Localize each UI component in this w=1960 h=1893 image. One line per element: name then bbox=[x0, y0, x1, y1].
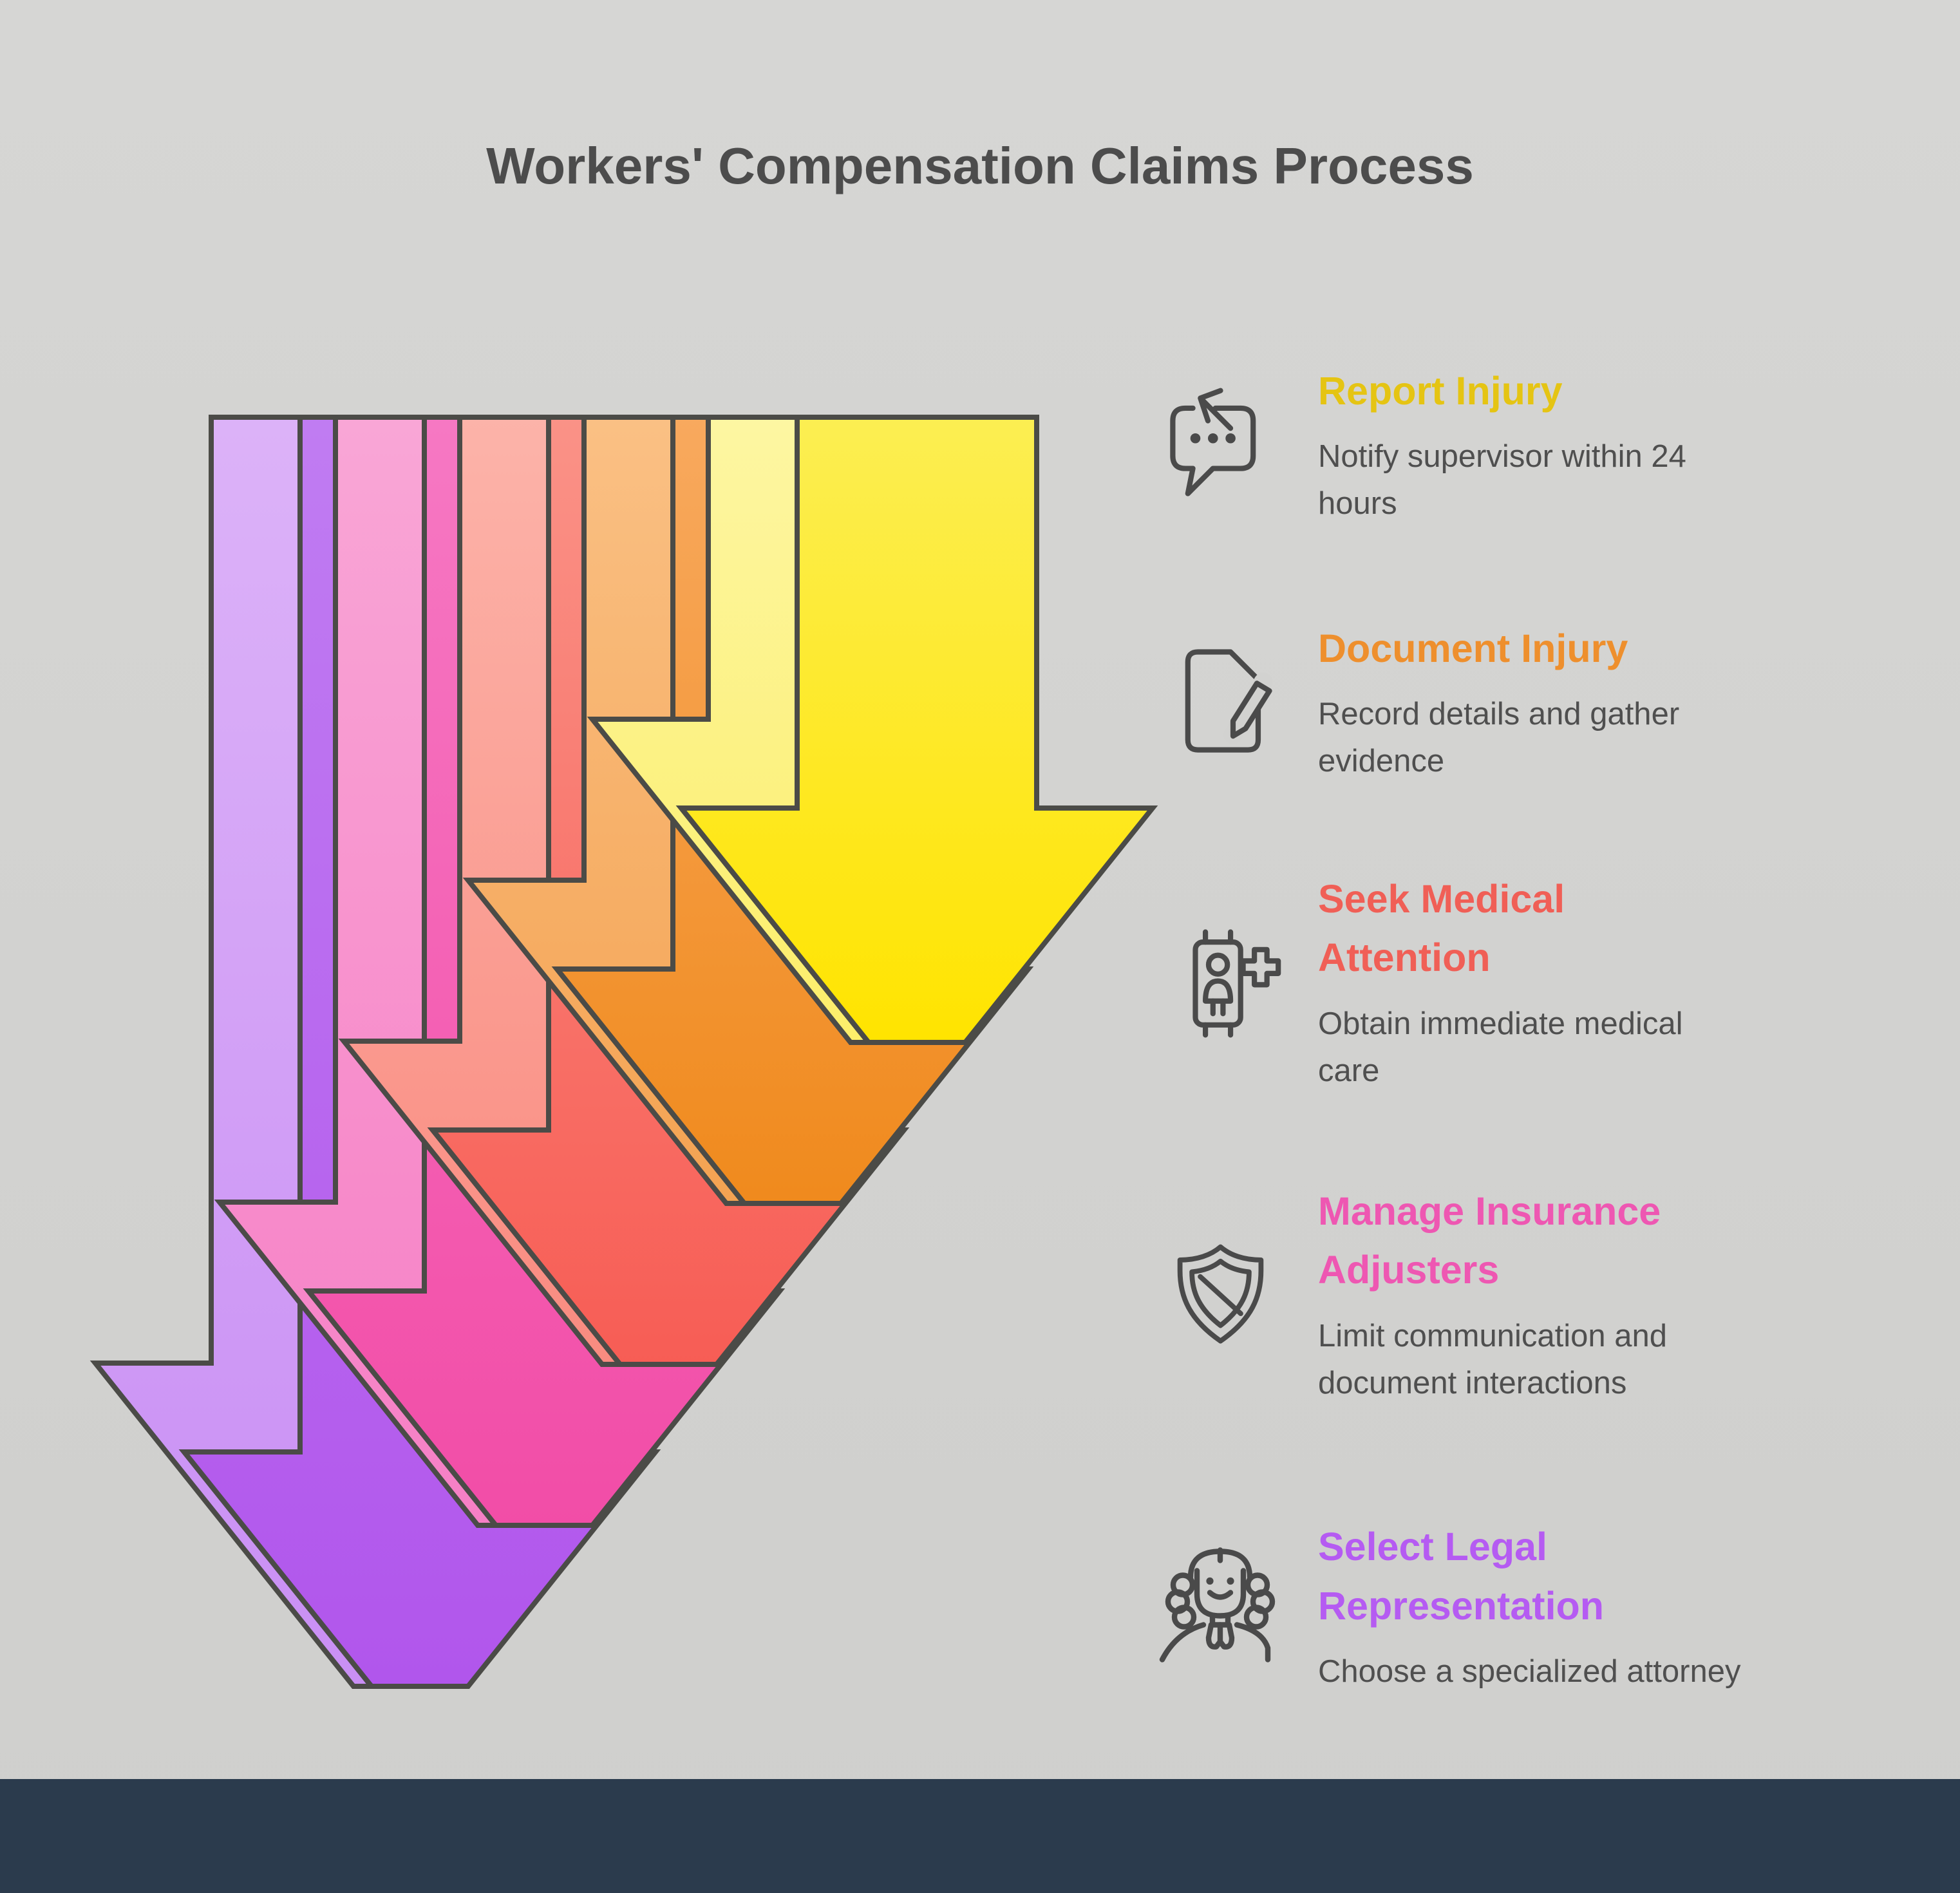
step-description: Obtain immediate medical care bbox=[1318, 1006, 1683, 1088]
step-description: Limit communication and document interac… bbox=[1318, 1318, 1667, 1400]
step-description: Notify supervisor within 24 hours bbox=[1318, 439, 1686, 521]
shield-slash-icon bbox=[1177, 1244, 1263, 1344]
chat-reply-icon bbox=[1169, 388, 1256, 496]
step-label: Seek Medical Attention bbox=[1318, 876, 1565, 980]
arrow-report-injury bbox=[675, 415, 1158, 1045]
step-label: Manage Insurance Adjusters bbox=[1318, 1189, 1661, 1292]
step-seek-medical-attention: Seek Medical Attention Obtain immediate … bbox=[1156, 850, 1751, 1114]
step-report-injury: Report Injury Notify supervisor within 2… bbox=[1156, 348, 1751, 541]
judge-icon bbox=[1159, 1547, 1276, 1662]
step-label: Document Injury bbox=[1318, 626, 1628, 670]
step-label: Select Legal Representation bbox=[1318, 1525, 1605, 1628]
step-document-injury: Document Injury Record details and gathe… bbox=[1156, 605, 1751, 798]
step-label: Report Injury bbox=[1318, 368, 1563, 413]
page-title: Workers' Compensation Claims Process bbox=[486, 137, 1474, 194]
step-manage-insurance-adjusters: Manage Insurance Adjusters Limit communi… bbox=[1156, 1162, 1751, 1426]
step-description: Choose a specialized attorney bbox=[1318, 1654, 1741, 1690]
step-description: Record details and gather evidence bbox=[1318, 697, 1680, 778]
footer-bar bbox=[0, 1779, 1960, 1893]
step-select-legal-representation: Select Legal Representation Choose a spe… bbox=[1156, 1474, 1740, 1738]
medical-badge-icon bbox=[1192, 928, 1281, 1037]
document-pen-icon bbox=[1185, 648, 1272, 753]
